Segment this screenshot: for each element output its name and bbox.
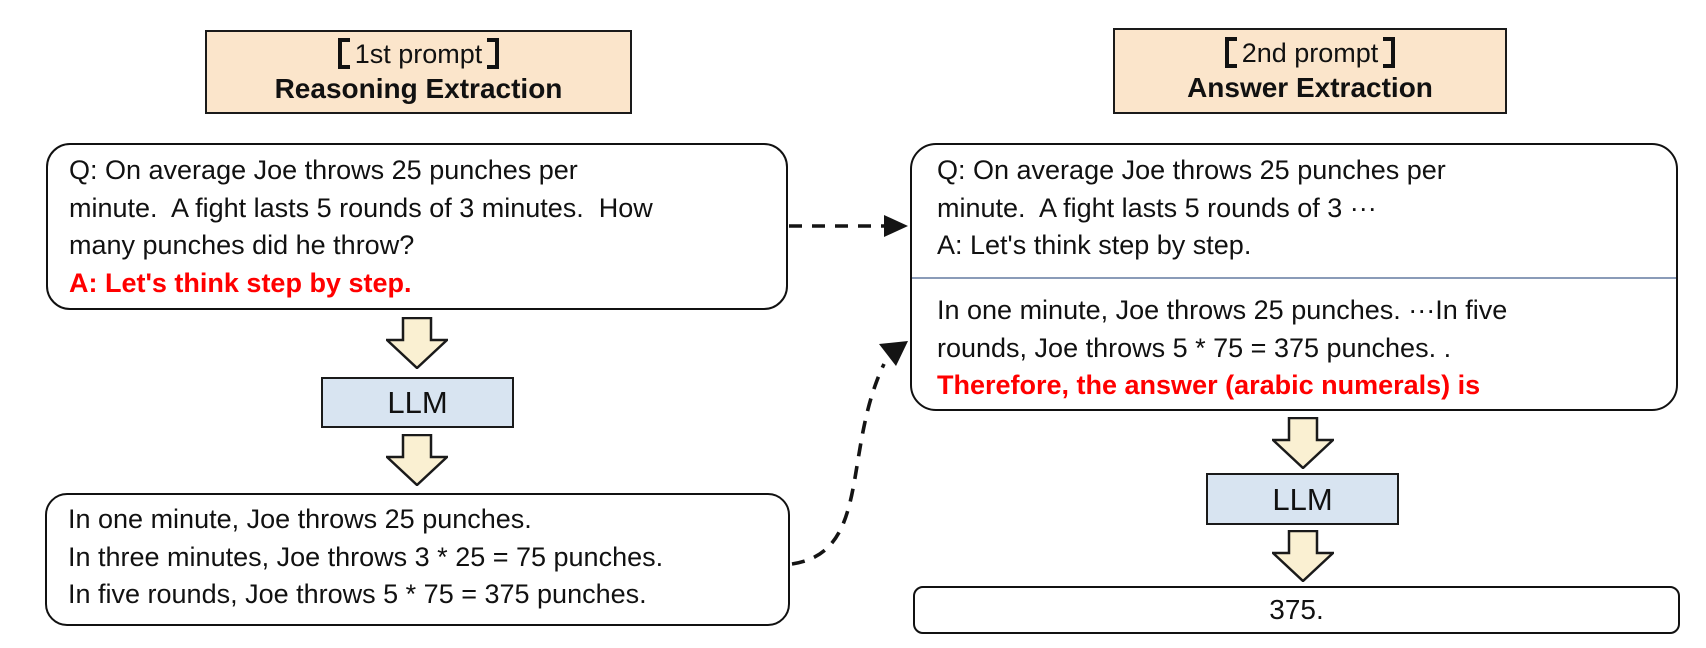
reasoning-line: In one minute, Joe throws 25 punches. ··… bbox=[937, 295, 1508, 325]
reasoning-line: rounds, Joe throws 5 * 75 = 375 punches.… bbox=[937, 332, 1452, 363]
reasoning-line: In three minutes, Joe throws 3 * 25 = 75… bbox=[68, 541, 664, 572]
bracket-close-glyph bbox=[1383, 36, 1396, 68]
first-prompt-tag: 1st prompt bbox=[337, 37, 500, 71]
arrowhead-icon bbox=[884, 215, 908, 237]
prompt-question-section: Q: On average Joe throws 25 punches per … bbox=[912, 145, 1676, 279]
first-prompt-header: 1st prompt Reasoning Extraction bbox=[205, 30, 632, 114]
dashed-connector-question-to-prompt bbox=[789, 215, 908, 237]
down-arrow-icon bbox=[1272, 530, 1334, 582]
question-line: Q: On average Joe throws 25 punches per bbox=[69, 155, 578, 185]
down-arrow-icon bbox=[1272, 417, 1334, 469]
llm-label: LLM bbox=[387, 385, 448, 420]
question-box: Q: On average Joe throws 25 punches per … bbox=[46, 143, 788, 310]
dashed-connector-reasoning-to-prompt bbox=[791, 341, 908, 566]
cot-trigger-line: A: Let's think step by step. bbox=[69, 267, 412, 298]
down-arrow-icon bbox=[386, 317, 448, 369]
question-line: A: Let's think step by step. bbox=[937, 230, 1252, 260]
arrowhead-icon bbox=[879, 341, 908, 366]
reasoning-line: In one minute, Joe throws 25 punches. bbox=[68, 504, 532, 534]
question-line: Q: On average Joe throws 25 punches per bbox=[937, 155, 1446, 185]
reasoning-line: In five rounds, Joe throws 5 * 75 = 375 … bbox=[68, 579, 647, 609]
bracket-open-glyph bbox=[1224, 36, 1237, 68]
answer-extraction-prompt-box: Q: On average Joe throws 25 punches per … bbox=[910, 143, 1678, 411]
prompt-reasoning-section: In one minute, Joe throws 25 punches. ··… bbox=[912, 279, 1676, 405]
second-prompt-header: 2nd prompt Answer Extraction bbox=[1113, 28, 1507, 114]
answer-trigger-line: Therefore, the answer (arabic numerals) … bbox=[937, 370, 1481, 400]
first-prompt-tag-text: 1st prompt bbox=[354, 39, 483, 69]
second-prompt-tag-text: 2nd prompt bbox=[1241, 38, 1379, 68]
question-line: minute. A fight lasts 5 rounds of 3 ··· bbox=[937, 192, 1377, 223]
llm-box-1: LLM bbox=[321, 377, 514, 428]
first-prompt-title: Reasoning Extraction bbox=[274, 73, 563, 104]
bracket-open-glyph bbox=[337, 37, 350, 69]
llm-label: LLM bbox=[1272, 481, 1333, 517]
final-answer-box: 375. bbox=[913, 586, 1680, 634]
question-line: minute. A fight lasts 5 rounds of 3 minu… bbox=[69, 192, 653, 223]
reasoning-output-box: In one minute, Joe throws 25 punches. In… bbox=[45, 493, 790, 626]
bracket-close-glyph bbox=[487, 37, 500, 69]
second-prompt-title: Answer Extraction bbox=[1187, 72, 1433, 103]
second-prompt-tag: 2nd prompt bbox=[1224, 36, 1396, 70]
down-arrow-icon bbox=[386, 434, 448, 486]
final-answer-value: 375. bbox=[1269, 594, 1324, 625]
llm-box-2: LLM bbox=[1206, 473, 1399, 525]
question-line: many punches did he throw? bbox=[69, 230, 415, 260]
